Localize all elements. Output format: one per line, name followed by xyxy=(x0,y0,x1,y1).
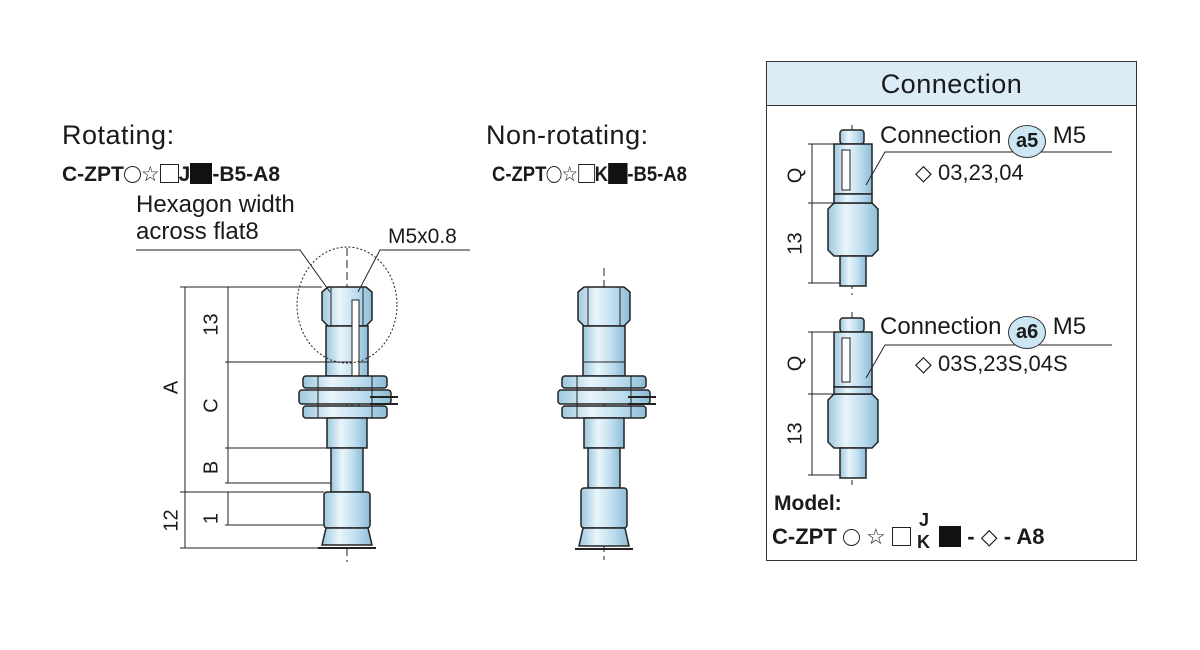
square-symbol-icon xyxy=(159,164,179,183)
connection-a6-text: Connection xyxy=(880,313,1002,340)
connection-a6-badge: a6 xyxy=(1008,316,1047,349)
connection-a5-dim-q: Q xyxy=(784,167,807,184)
model-suffix: -B5-A8 xyxy=(627,163,687,186)
dim-c: C xyxy=(200,398,223,413)
rotating-model-code: C-ZPT ☆ J -B5-A8 xyxy=(62,162,280,187)
connection-a6-dim-13: 13 xyxy=(784,422,807,445)
connection-header: Connection xyxy=(767,62,1136,106)
non-rotating-model-code: C-ZPT ☆ K -B5-A8 xyxy=(492,162,687,187)
connection-a5-thread: M5 xyxy=(1052,122,1087,149)
connection-a6-code-list: 03S,23S,04S xyxy=(938,351,1068,376)
dim-1: 1 xyxy=(200,512,223,525)
model-j: J xyxy=(919,510,930,530)
hexagon-label-line2: across flat8 xyxy=(136,218,259,245)
dim-12: 12 xyxy=(160,509,183,532)
model-letter: J xyxy=(178,163,191,186)
diamond-icon: ◇ xyxy=(980,524,998,549)
connection-a5-dim-13: 13 xyxy=(784,232,807,255)
star-symbol-icon: ☆ xyxy=(866,524,886,549)
connection-a5-drawing xyxy=(808,125,1112,295)
square-symbol-icon xyxy=(577,164,595,183)
connection-a6-drawing xyxy=(808,312,1112,485)
thread-label: M5x0.8 xyxy=(388,225,457,248)
connection-a6-codes: ◇ 03S,23S,04S xyxy=(915,351,1068,377)
filled-square-icon xyxy=(608,163,628,184)
connection-a6-dim-q: Q xyxy=(784,355,807,372)
hexagon-label-line1: Hexagon width xyxy=(136,191,295,218)
connection-a5-badge: a5 xyxy=(1008,125,1047,158)
dim-13: 13 xyxy=(200,313,223,336)
circle-symbol-icon xyxy=(842,529,860,546)
non-rotating-title: Non-rotating: xyxy=(486,120,649,150)
star-symbol-icon: ☆ xyxy=(561,163,578,186)
dim-a: A xyxy=(160,380,183,395)
rotating-part-drawing xyxy=(136,246,470,562)
star-symbol-icon: ☆ xyxy=(140,163,160,186)
connection-a5-text: Connection xyxy=(880,122,1002,149)
circle-symbol-icon xyxy=(123,166,141,183)
non-rotating-part-drawing xyxy=(557,268,656,560)
rotating-title: Rotating: xyxy=(62,120,175,150)
filled-square-icon xyxy=(190,163,213,184)
connection-a6-thread: M5 xyxy=(1052,313,1087,340)
model-jk-stack: J K xyxy=(917,510,933,552)
diamond-icon: ◇ xyxy=(915,351,932,376)
circle-symbol-icon xyxy=(546,166,562,183)
connection-model-label: Model: xyxy=(774,492,842,515)
model-suffix: - A8 xyxy=(1003,524,1045,549)
connection-a6-label: Connection a6 M5 xyxy=(880,313,1086,349)
model-letter: K xyxy=(594,163,609,186)
connection-model-code: C-ZPT ☆ J K - ◇ - A8 xyxy=(772,510,1045,552)
connection-a5-codes: ◇ 03,23,04 xyxy=(915,160,1024,186)
dim-b: B xyxy=(200,460,223,475)
connection-a5-code-list: 03,23,04 xyxy=(938,160,1024,185)
connection-panel: Connection xyxy=(766,61,1137,561)
model-dash: - xyxy=(967,524,975,549)
square-symbol-icon xyxy=(891,527,911,546)
model-prefix: C-ZPT xyxy=(492,163,547,186)
model-prefix: C-ZPT xyxy=(772,524,837,549)
model-prefix: C-ZPT xyxy=(62,163,124,186)
model-suffix: -B5-A8 xyxy=(212,163,281,186)
model-k: K xyxy=(917,532,930,552)
connection-a5-label: Connection a5 M5 xyxy=(880,122,1086,158)
filled-square-icon xyxy=(939,526,962,547)
diamond-icon: ◇ xyxy=(915,160,932,185)
